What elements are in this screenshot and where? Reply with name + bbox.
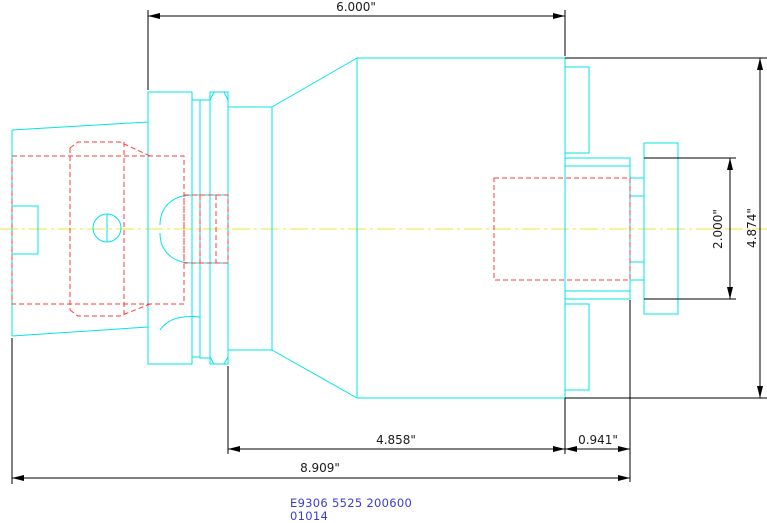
title-block: E9306 5525 200600 01014 <box>290 497 412 523</box>
part-outline <box>11 57 679 399</box>
title-block-line1: E9306 5525 200600 <box>290 496 413 510</box>
dimension-label-4874: 4.874" <box>745 208 759 248</box>
dimension-label-6000: 6.000" <box>336 0 376 14</box>
dimension-pilot-length: 0.941" <box>565 433 630 452</box>
dimension-body-length: 4.858" <box>227 300 631 482</box>
dimension-label-4858: 4.858" <box>376 433 416 447</box>
hidden-features <box>11 141 631 317</box>
dimension-overall-length: 8.909" <box>11 338 630 484</box>
dimension-overall-top: 6.000" <box>147 0 566 90</box>
dimension-label-8909: 8.909" <box>300 461 340 475</box>
dimension-height-outer: 4.874" <box>565 57 767 399</box>
dimension-label-2000: 2.000" <box>711 209 725 249</box>
title-block-line2: 01014 <box>290 509 329 523</box>
dimension-height-inner: 2.000" <box>644 157 736 300</box>
dimension-label-0941: 0.941" <box>578 433 618 447</box>
